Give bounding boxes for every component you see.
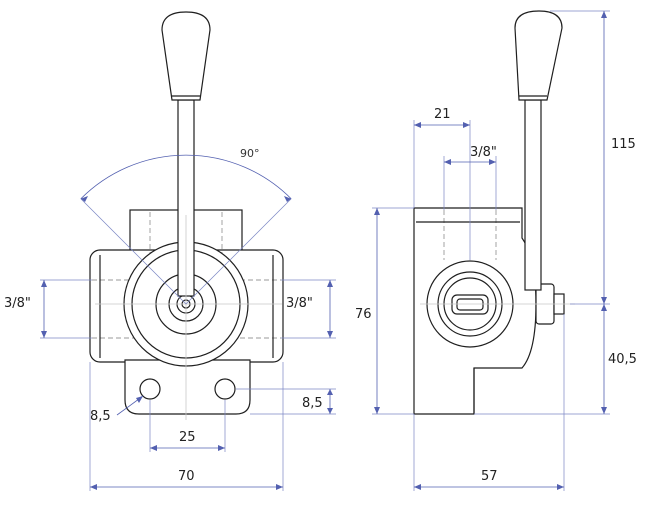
side-lever-knob: [514, 10, 563, 101]
angle-label: 90°: [240, 147, 260, 160]
rotor-slot: [451, 294, 489, 315]
height-label: 76: [355, 307, 372, 322]
port-top-label: 3/8": [470, 145, 497, 160]
angle-arc: [80, 154, 292, 200]
front-view-dimensions: 90° 3/8" 3/8" 8,5 8,5 25: [4, 147, 336, 491]
lever-height-label: 115: [611, 137, 636, 152]
side-lever-rod: [524, 99, 542, 291]
hole-diameter-label: 8,5: [90, 409, 111, 424]
mounting-hole-left: [139, 378, 161, 400]
depth-label: 57: [481, 469, 498, 484]
width-label: 70: [178, 469, 195, 484]
side-view: [413, 10, 575, 415]
front-view: [89, 11, 284, 420]
lever-knob: [161, 11, 211, 101]
port-right-label: 3/8": [286, 296, 313, 311]
mounting-hole-right: [214, 378, 236, 400]
top-offset-label: 21: [434, 107, 451, 122]
base-height-label: 40,5: [608, 352, 637, 367]
port-left-label: 3/8": [4, 296, 31, 311]
hole-offset-label: 8,5: [302, 396, 323, 411]
hole-spacing-label: 25: [179, 430, 196, 445]
side-view-dimensions: 21 3/8" 76 57 115 40,5: [355, 10, 637, 491]
mounting-flange: [124, 359, 251, 415]
